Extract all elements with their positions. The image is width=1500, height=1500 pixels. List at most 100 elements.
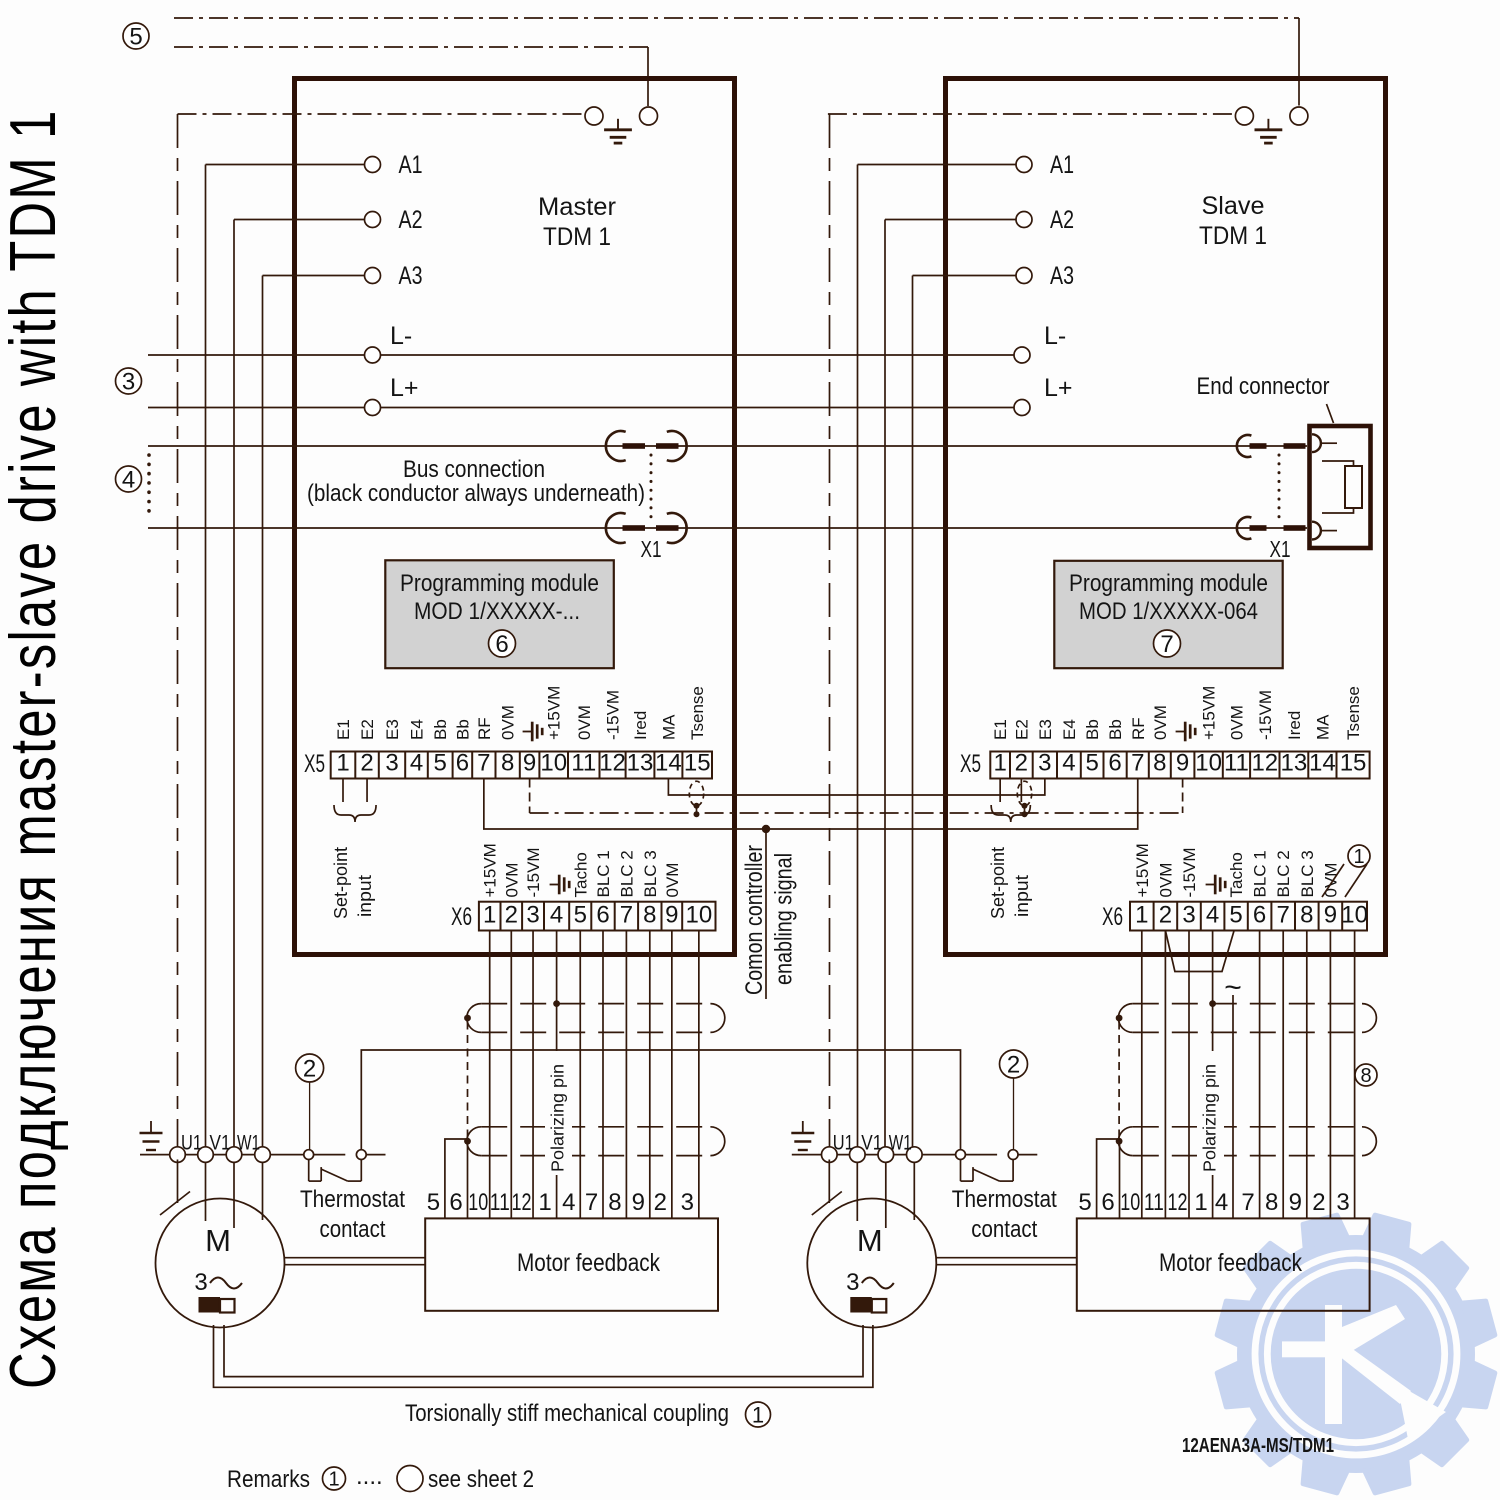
svg-text:-15VM: -15VM bbox=[604, 690, 623, 740]
svg-text:1: 1 bbox=[336, 749, 349, 776]
svg-text:13: 13 bbox=[1281, 749, 1308, 776]
svg-text:0VM: 0VM bbox=[1227, 705, 1246, 740]
svg-text:12: 12 bbox=[1168, 1189, 1188, 1216]
svg-text:3: 3 bbox=[1336, 1189, 1349, 1216]
svg-text:E1: E1 bbox=[334, 719, 353, 740]
svg-text:Polarizing pin: Polarizing pin bbox=[1200, 1064, 1220, 1172]
svg-text:input: input bbox=[355, 875, 375, 917]
svg-text:contact: contact bbox=[320, 1216, 386, 1243]
svg-text:4: 4 bbox=[1206, 901, 1219, 928]
svg-text:1: 1 bbox=[328, 1469, 339, 1491]
svg-text:9: 9 bbox=[632, 1189, 645, 1216]
svg-text:RF: RF bbox=[1129, 717, 1148, 740]
svg-text:A2: A2 bbox=[399, 206, 423, 234]
svg-text:9: 9 bbox=[1176, 749, 1189, 776]
svg-text:5: 5 bbox=[1229, 901, 1242, 928]
svg-text:Thermostat: Thermostat bbox=[300, 1186, 405, 1213]
svg-text:Схема подключения master-slave: Схема подключения master-slave drive wit… bbox=[0, 108, 69, 1389]
svg-text:6: 6 bbox=[495, 631, 508, 658]
svg-text:1: 1 bbox=[1194, 1189, 1207, 1216]
svg-text:see sheet 2: see sheet 2 bbox=[428, 1466, 534, 1493]
svg-text:BLC 1: BLC 1 bbox=[1251, 850, 1270, 897]
svg-text:8: 8 bbox=[608, 1189, 621, 1216]
svg-text:1: 1 bbox=[1353, 846, 1364, 868]
svg-text:X5: X5 bbox=[304, 750, 325, 778]
svg-text:11: 11 bbox=[1144, 1189, 1164, 1216]
svg-text:3: 3 bbox=[681, 1189, 694, 1216]
svg-text:10: 10 bbox=[468, 1189, 488, 1216]
svg-text:14: 14 bbox=[1309, 749, 1336, 776]
svg-text:15: 15 bbox=[1340, 749, 1367, 776]
svg-text:Tacho: Tacho bbox=[1227, 852, 1246, 897]
svg-text:Thermostat: Thermostat bbox=[952, 1186, 1057, 1213]
svg-text:E4: E4 bbox=[1060, 719, 1079, 740]
svg-text:0VM: 0VM bbox=[1321, 863, 1340, 898]
svg-text:3: 3 bbox=[385, 749, 398, 776]
svg-text:-15VM: -15VM bbox=[1180, 847, 1199, 897]
svg-text:10: 10 bbox=[1120, 1189, 1140, 1216]
svg-text:15: 15 bbox=[684, 749, 711, 776]
svg-text:~: ~ bbox=[1224, 971, 1242, 1004]
svg-text:(black conductor always undern: (black conductor always underneath) bbox=[307, 480, 645, 507]
svg-text:4: 4 bbox=[550, 901, 563, 928]
svg-text:11: 11 bbox=[490, 1189, 510, 1216]
svg-text:8: 8 bbox=[1300, 901, 1313, 928]
svg-text:Bb: Bb bbox=[1083, 719, 1102, 740]
svg-text:Ired: Ired bbox=[631, 711, 650, 740]
svg-text:E3: E3 bbox=[383, 719, 402, 740]
svg-text:M: M bbox=[205, 1223, 231, 1258]
svg-text:7: 7 bbox=[1241, 1189, 1254, 1216]
svg-text:A3: A3 bbox=[1050, 262, 1074, 290]
svg-text:6: 6 bbox=[456, 749, 469, 776]
svg-text:TDM 1: TDM 1 bbox=[1199, 222, 1267, 250]
svg-text:W1: W1 bbox=[237, 1132, 260, 1155]
svg-text:4: 4 bbox=[1215, 1189, 1228, 1216]
svg-text:8: 8 bbox=[1153, 749, 1166, 776]
svg-text:3: 3 bbox=[194, 1269, 207, 1296]
svg-text:3: 3 bbox=[526, 901, 539, 928]
svg-text:6: 6 bbox=[449, 1189, 462, 1216]
svg-text:5: 5 bbox=[427, 1189, 440, 1216]
svg-text:W1: W1 bbox=[889, 1132, 912, 1155]
svg-text:Set-point: Set-point bbox=[988, 847, 1008, 919]
svg-text:Comon controller: Comon controller bbox=[741, 845, 768, 995]
svg-text:enabling signal: enabling signal bbox=[771, 853, 798, 985]
svg-text:6: 6 bbox=[1101, 1189, 1114, 1216]
svg-text:E2: E2 bbox=[358, 719, 377, 740]
svg-text:7: 7 bbox=[1160, 631, 1173, 658]
svg-text:12AENA3A-MS/TDM1: 12AENA3A-MS/TDM1 bbox=[1182, 1435, 1334, 1457]
svg-text:2: 2 bbox=[303, 1056, 316, 1083]
svg-text:X6: X6 bbox=[1102, 903, 1123, 931]
svg-text:Tsense: Tsense bbox=[688, 686, 707, 740]
svg-text:0VM: 0VM bbox=[1156, 863, 1175, 898]
svg-text:+15VM: +15VM bbox=[1200, 686, 1219, 740]
svg-text:+15VM: +15VM bbox=[1133, 843, 1152, 897]
svg-text:+15VM: +15VM bbox=[481, 843, 500, 897]
svg-text:6: 6 bbox=[1108, 749, 1121, 776]
svg-text:11: 11 bbox=[1224, 749, 1249, 776]
svg-text:5: 5 bbox=[574, 901, 587, 928]
svg-text:L-: L- bbox=[390, 322, 412, 350]
svg-text:MA: MA bbox=[1313, 714, 1332, 740]
svg-text:Programming module: Programming module bbox=[1069, 570, 1268, 597]
svg-text:8: 8 bbox=[501, 749, 514, 776]
svg-text:Bb: Bb bbox=[453, 719, 472, 740]
svg-text:-15VM: -15VM bbox=[1256, 690, 1275, 740]
svg-text:5: 5 bbox=[1078, 1189, 1091, 1216]
svg-text:2: 2 bbox=[1312, 1189, 1325, 1216]
svg-text:Tsense: Tsense bbox=[1344, 686, 1363, 740]
svg-text:9: 9 bbox=[1289, 1189, 1302, 1216]
svg-text:-15VM: -15VM bbox=[524, 847, 543, 897]
svg-text:5: 5 bbox=[434, 749, 447, 776]
svg-text:BLC 1: BLC 1 bbox=[594, 850, 613, 897]
svg-text:3: 3 bbox=[1038, 749, 1051, 776]
svg-text:2: 2 bbox=[1159, 901, 1172, 928]
svg-text:4: 4 bbox=[562, 1189, 575, 1216]
svg-text:Remarks: Remarks bbox=[227, 1466, 310, 1493]
svg-text:0VM: 0VM bbox=[499, 705, 518, 740]
svg-text:7: 7 bbox=[1131, 749, 1144, 776]
svg-text:U1: U1 bbox=[833, 1132, 854, 1155]
svg-text:BLC 3: BLC 3 bbox=[1298, 850, 1317, 897]
svg-text:BLC 2: BLC 2 bbox=[617, 850, 636, 897]
svg-text:X6: X6 bbox=[451, 903, 472, 931]
